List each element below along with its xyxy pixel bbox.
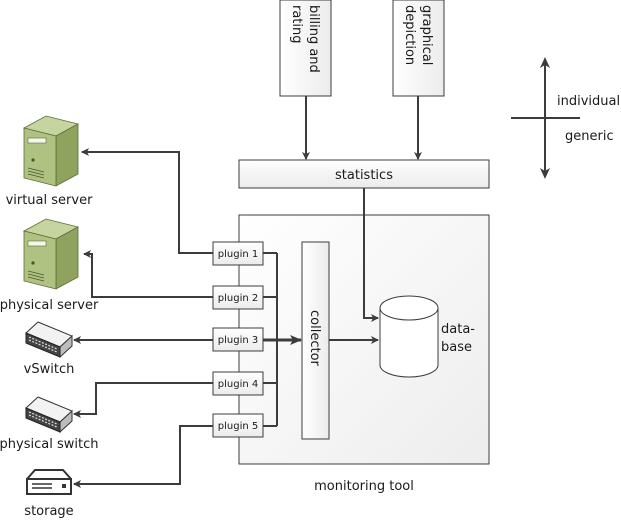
plugin-4: plugin 4 bbox=[212, 371, 264, 396]
billing-line-2: rating bbox=[289, 5, 304, 44]
virtual-server-label: virtual server bbox=[6, 193, 94, 208]
statistics-label: statistics bbox=[335, 168, 393, 183]
storage-icon bbox=[26, 469, 72, 495]
plugin-3: plugin 3 bbox=[212, 327, 264, 352]
plugin5-to-storage-arrow bbox=[73, 425, 213, 488]
storage-label: storage bbox=[24, 504, 73, 519]
graphical-line-2: depiction bbox=[402, 5, 417, 65]
graphical-depiction-box: graphical depiction bbox=[392, 0, 445, 97]
statistics-to-database-arrow bbox=[363, 188, 379, 322]
vswitch-icon bbox=[25, 321, 73, 359]
plugin-2: plugin 2 bbox=[212, 285, 264, 310]
plugin-4-label: plugin 4 bbox=[218, 379, 258, 390]
up-arrow-icon bbox=[540, 57, 550, 68]
physical-switch-label: physical switch bbox=[0, 437, 98, 452]
collector-label: collector bbox=[307, 310, 322, 367]
plugin2-to-physical-server-arrow bbox=[83, 250, 213, 298]
physical-server-label: physical server bbox=[0, 298, 99, 313]
billing-line-1: billing and bbox=[306, 5, 321, 73]
plugin-2-label: plugin 2 bbox=[218, 293, 258, 304]
database-icon bbox=[379, 295, 439, 378]
monitoring-tool-label: monitoring tool bbox=[314, 479, 414, 494]
vswitch-label: vSwitch bbox=[24, 362, 75, 377]
down-arrow-icon bbox=[540, 168, 550, 179]
plugin-5-label: plugin 5 bbox=[218, 421, 258, 432]
virtual-server-icon bbox=[22, 115, 80, 187]
plugin-3-label: plugin 3 bbox=[218, 335, 258, 346]
graphical-line-1: graphical bbox=[419, 5, 434, 65]
plugin1-to-virtual-server-arrow bbox=[81, 148, 213, 254]
plugin4-to-physical-switch-arrow bbox=[73, 382, 213, 418]
database-label-1: data- bbox=[441, 322, 475, 337]
generic-label: generic bbox=[565, 129, 614, 144]
physical-server-icon bbox=[22, 218, 80, 290]
database-label-2: base bbox=[441, 340, 472, 355]
collector-box: collector bbox=[301, 241, 330, 440]
statistics-box: statistics bbox=[238, 159, 490, 189]
plugin-1: plugin 1 bbox=[212, 241, 264, 266]
plugin-5: plugin 5 bbox=[212, 413, 264, 438]
billing-and-rating-box: billing and rating bbox=[279, 0, 332, 97]
individual-label: individual bbox=[557, 94, 620, 109]
physical-switch-icon bbox=[25, 396, 73, 434]
axis-legend: individual generic bbox=[511, 57, 620, 179]
plugin-1-label: plugin 1 bbox=[218, 249, 258, 260]
